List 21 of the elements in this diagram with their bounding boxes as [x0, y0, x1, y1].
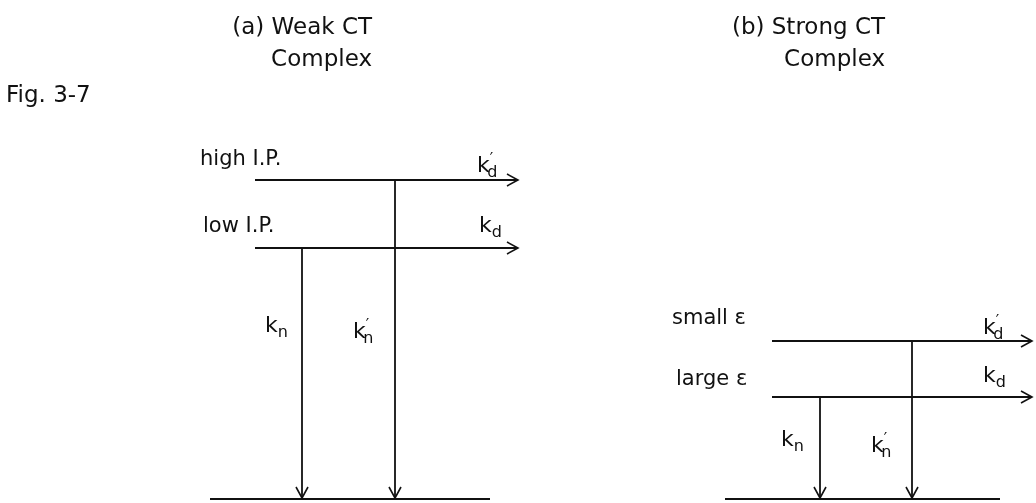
arrow: [388, 180, 402, 499]
level-label: large ε: [676, 366, 748, 390]
arrow: [813, 397, 827, 499]
arrow: [441, 173, 519, 187]
rate-constant-label: k$_{n}$: [780, 428, 805, 457]
level-label: high I.P.: [200, 146, 282, 170]
panel-heading: (b) Strong CT Complex: [730, 12, 885, 73]
ground-level-line: [725, 498, 1000, 500]
level-label: small ε: [672, 305, 746, 329]
rate-constant-label: k$_{n}$: [264, 314, 289, 343]
figure-number: Fig. 3-7: [6, 80, 91, 109]
panel-heading: (a) Weak CT Complex: [231, 12, 372, 73]
arrow: [295, 248, 309, 499]
level-label: low I.P.: [203, 213, 275, 237]
rate-constant-label: k$_{d}$: [982, 364, 1007, 393]
arrow: [905, 341, 919, 499]
arrow: [441, 241, 519, 255]
ground-level-line: [210, 498, 490, 500]
rate-constant-label: k$_{d}$: [478, 214, 503, 243]
arrow: [959, 390, 1033, 404]
arrow: [959, 334, 1033, 348]
